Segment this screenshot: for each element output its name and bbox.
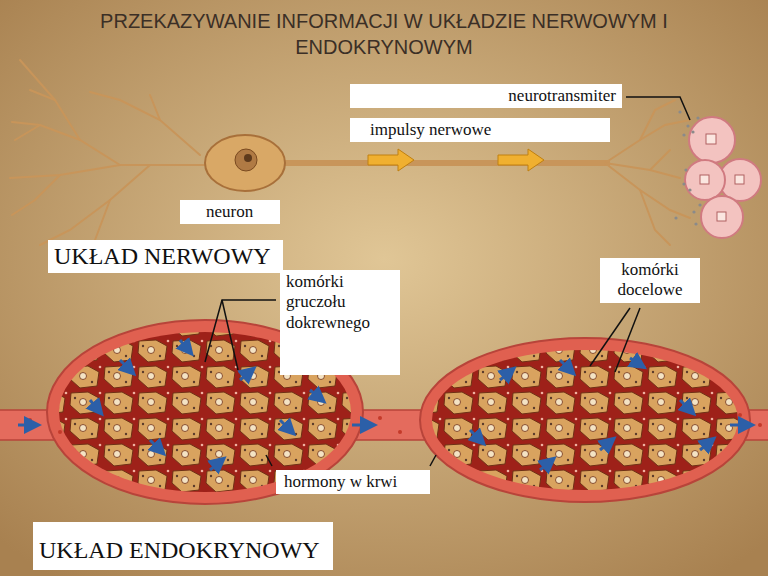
callout-label: neuron	[180, 200, 280, 224]
callout-label: UKŁAD ENDOKRYNOWY	[33, 522, 333, 570]
callout-label: impulsy nerwowe	[350, 118, 610, 142]
callout-label: hormony w krwi	[276, 470, 430, 494]
callout-label: komórki gruczołu dokrewnego	[280, 270, 400, 375]
callout-label: UKŁAD NERWOWY	[48, 240, 283, 273]
title: PRZEKAZYWANIE INFORMACJI W UKŁADZIE NERW…	[64, 8, 704, 60]
callout-label: komórki docelowe	[600, 258, 700, 303]
callout-label: neurotransmiter	[350, 84, 622, 108]
